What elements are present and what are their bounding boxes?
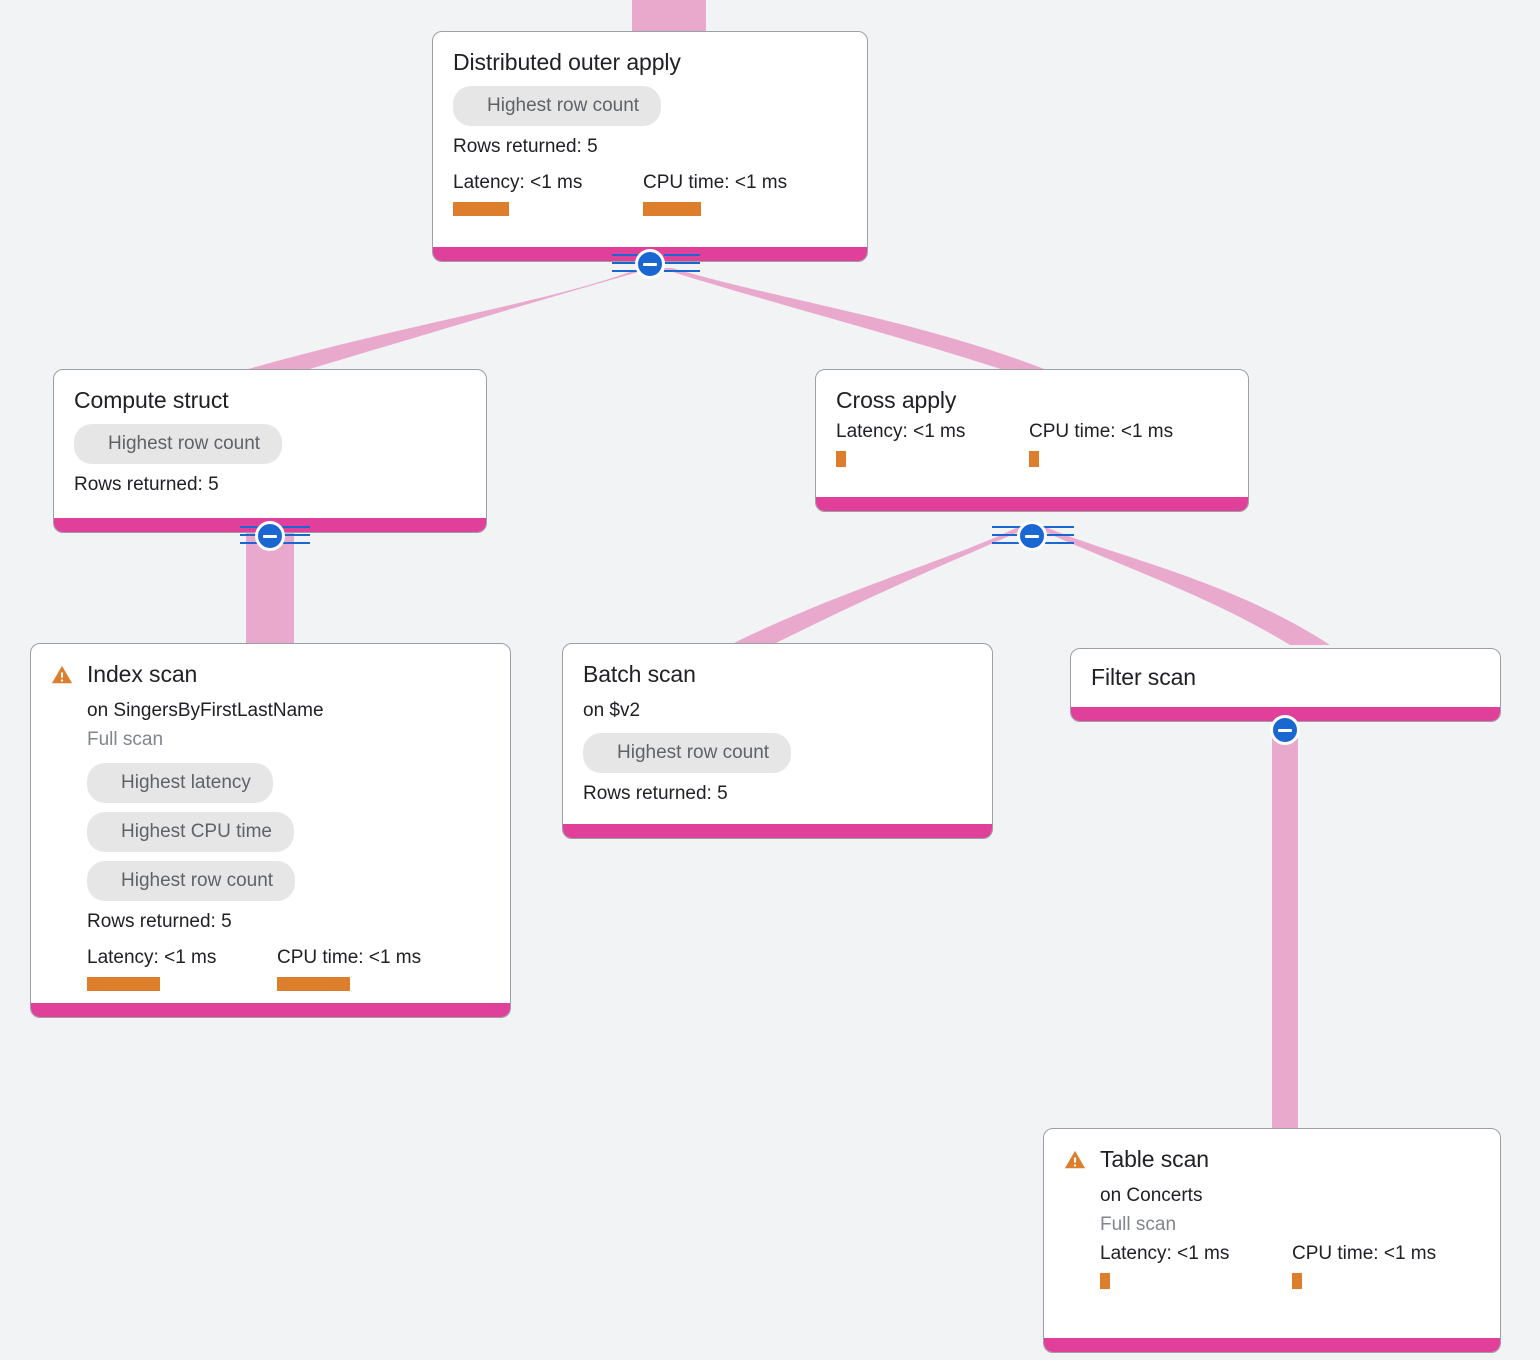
metric-cpu-time-bar [643,201,701,216]
rows-returned: Rows returned: 5 [74,473,219,495]
node-title: Cross apply [836,387,957,413]
node-body: Batch scan on $v2 Highest row count Rows… [563,644,992,824]
node-body: Compute struct Highest row count Rows re… [54,370,486,518]
edge-filter-scan-to-table-scan [1272,720,1298,1130]
metric-latency-label: Latency: <1 ms [453,171,583,193]
title-row: Distributed outer apply [453,48,847,77]
badge-highest-cpu-time: Highest CPU time [87,811,294,852]
node-batch-scan[interactable]: Batch scan on $v2 Highest row count Rows… [562,643,993,839]
metric-cpu-time-bar [1029,450,1039,467]
collapse-button-filter-scan[interactable] [1270,715,1300,745]
node-title: Batch scan [583,661,696,687]
node-subtitle: on Concerts [1100,1184,1203,1206]
metric-latency-label: Latency: <1 ms [836,420,966,442]
node-accent-bar [816,497,1248,511]
node-distributed-outer-apply[interactable]: Distributed outer apply Highest row coun… [432,31,868,262]
node-scan-type: Full scan [1100,1214,1177,1236]
badge-highest-row-count: Highest row count [74,423,283,464]
node-accent-bar [31,1003,510,1017]
node-body: Table scan on Concerts Full scan Latency… [1044,1129,1500,1338]
collapse-rail-right-root [664,254,700,272]
node-body: Index scan on SingersByFirstLastName Ful… [31,644,510,1003]
metric-cpu-time-bar [1292,1272,1302,1289]
metric-latency: Latency: <1 ms [453,172,643,216]
node-subtitle: on SingersByFirstLastName [87,699,324,721]
edge-into-root [632,0,706,32]
metric-latency-bar [453,201,509,216]
metrics: Latency: <1 ms CPU time: <1 ms [453,172,847,216]
node-title: Filter scan [1091,664,1196,690]
edge-root-to-cross-apply [660,268,1052,372]
title-row: Batch scan [583,660,972,689]
node-title: Index scan [87,661,198,687]
node-title: Distributed outer apply [453,49,681,75]
warning-icon [51,665,73,684]
metrics: Latency: <1 ms CPU time: <1 ms [87,947,490,991]
rows-returned: Rows returned: 5 [583,783,728,805]
metric-cpu-time-label: CPU time: <1 ms [277,946,422,968]
title-row: Cross apply [836,386,1228,415]
node-compute-struct[interactable]: Compute struct Highest row count Rows re… [53,369,487,533]
collapse-button-distributed-outer-apply[interactable] [635,249,665,279]
metric-cpu-time: CPU time: <1 ms [1029,421,1173,467]
metric-latency: Latency: <1 ms [1100,1243,1292,1289]
edge-cross-apply-to-filter-scan [1036,528,1330,645]
title-row: Filter scan [1091,663,1480,692]
metric-latency-bar [836,450,846,467]
metric-latency-label: Latency: <1 ms [87,946,217,968]
metric-cpu-time: CPU time: <1 ms [277,947,421,991]
metric-latency-bar [87,976,160,991]
metric-cpu-time: CPU time: <1 ms [1292,1243,1436,1289]
rows-returned: Rows returned: 5 [453,135,598,157]
node-title: Compute struct [74,387,229,413]
node-subtitle: on $v2 [583,699,641,721]
title-row: Index scan [51,660,490,689]
badge-highest-row-count: Highest row count [583,733,792,774]
node-body: Distributed outer apply Highest row coun… [433,32,867,247]
node-cross-apply[interactable]: Cross apply Latency: <1 ms CPU time: <1 … [815,369,1249,512]
title-row: Compute struct [74,386,466,415]
metrics: Latency: <1 ms CPU time: <1 ms [1100,1243,1480,1289]
node-body: Cross apply Latency: <1 ms CPU time: <1 … [816,370,1248,497]
metric-latency: Latency: <1 ms [87,947,277,991]
edge-root-to-compute-struct [238,268,652,372]
node-body: Filter scan [1071,649,1500,707]
node-scan-type: Full scan [87,729,164,751]
badge-highest-row-count: Highest row count [87,860,296,901]
node-accent-bar [563,824,992,838]
edge-cross-apply-to-batch-scan [730,528,1028,645]
metrics: Latency: <1 ms CPU time: <1 ms [836,421,1228,467]
node-accent-bar [1044,1338,1500,1352]
metric-cpu-time-label: CPU time: <1 ms [1292,1242,1437,1264]
metric-cpu-time-bar [277,976,350,991]
badge-highest-row-count: Highest row count [453,85,662,126]
metric-cpu-time-label: CPU time: <1 ms [643,171,788,193]
node-filter-scan[interactable]: Filter scan [1070,648,1501,722]
rows-returned: Rows returned: 5 [87,910,232,932]
metric-cpu-time: CPU time: <1 ms [643,172,787,216]
collapse-button-compute-struct[interactable] [255,521,285,551]
node-index-scan[interactable]: Index scan on SingersByFirstLastName Ful… [30,643,511,1018]
metric-latency-bar [1100,1272,1110,1289]
collapse-button-cross-apply[interactable] [1017,521,1047,551]
node-table-scan[interactable]: Table scan on Concerts Full scan Latency… [1043,1128,1501,1353]
badge-highest-latency: Highest latency [87,762,273,803]
warning-icon [1064,1150,1086,1169]
metric-latency: Latency: <1 ms [836,421,1029,467]
node-accent-bar [1071,707,1500,721]
title-row: Table scan [1064,1145,1480,1174]
metric-cpu-time-label: CPU time: <1 ms [1029,420,1174,442]
node-title: Table scan [1100,1146,1209,1172]
metric-latency-label: Latency: <1 ms [1100,1242,1230,1264]
collapse-rail-right-compute-struct [282,526,310,544]
